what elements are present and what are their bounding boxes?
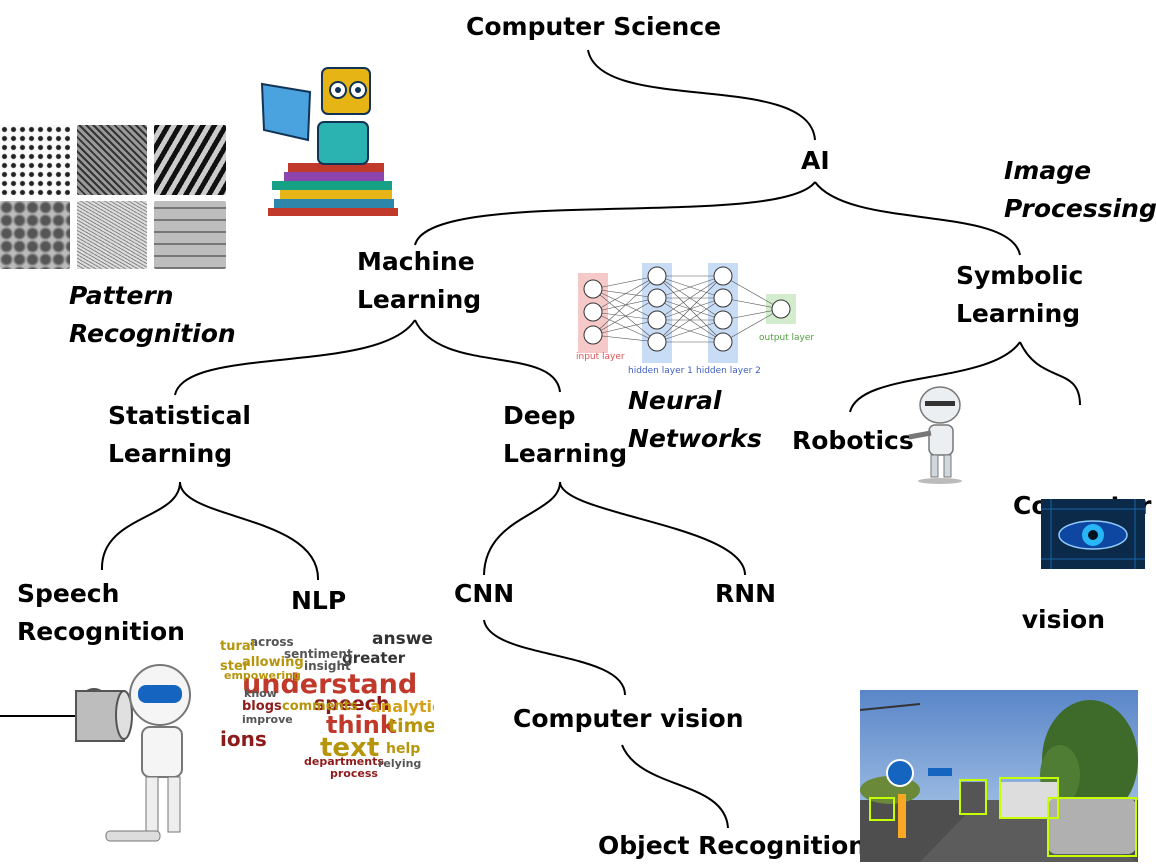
texture-holes <box>0 201 70 269</box>
edge-cv-or <box>621 744 729 829</box>
node-computer-vision: Computer vision <box>513 704 744 733</box>
edge-cs-ai <box>587 49 816 141</box>
word-cloud-word: text <box>320 733 380 763</box>
node-deep-learning-line1: Deep <box>503 401 576 430</box>
pattern-textures-image <box>0 125 226 269</box>
node-deep-learning: Deep Learning <box>503 397 627 473</box>
node-cnn: CNN <box>454 579 515 608</box>
texture-weave <box>77 125 147 195</box>
edge-cnn-cv <box>483 619 626 696</box>
reading-robot-image <box>260 67 398 216</box>
word-cloud-word: allowing <box>242 655 304 670</box>
word-cloud-word: greater <box>342 649 406 667</box>
word-cloud-word: relying <box>378 757 422 770</box>
word-cloud-word: tural <box>220 639 256 654</box>
caption-pattern-recognition-line2: Recognition <box>69 319 236 348</box>
word-cloud-word: process <box>330 767 378 780</box>
word-cloud-word: ster <box>220 659 250 674</box>
word-cloud-word: think <box>326 711 396 739</box>
node-symbolic-learning-line2: Learning <box>956 299 1081 328</box>
word-cloud-word: understand <box>242 669 418 700</box>
edge-ai-ml <box>414 181 816 246</box>
caption-pattern-recognition-line1: Pattern <box>69 281 174 310</box>
word-cloud-word: sentiment <box>284 647 353 661</box>
edge-ml-stat <box>174 319 416 396</box>
node-symbolic-learning-line1: Symbolic <box>956 261 1084 290</box>
edge-symb-cv <box>1019 341 1081 406</box>
edge-stat-nlp <box>179 481 320 581</box>
node-machine-learning-line1: Machine <box>357 247 475 276</box>
node-statistical-learning-line1: Statistical <box>108 401 252 430</box>
caption-image-processing: Image Processing <box>1004 152 1156 228</box>
word-cloud-word: departments <box>304 755 384 768</box>
node-symbolic-learning: Symbolic Learning <box>956 257 1083 333</box>
node-object-recognition: Object Recognition <box>598 831 867 860</box>
node-nlp: NLP <box>291 586 347 615</box>
edge-ml-deep <box>414 319 561 393</box>
word-cloud-image: understand answers speech analytics thin… <box>220 625 434 791</box>
nn-hidden2-label: hidden layer 2 <box>696 366 761 376</box>
eye-image <box>1041 499 1145 569</box>
word-cloud-word: speech <box>314 693 390 715</box>
node-deep-learning-line2: Learning <box>503 439 628 468</box>
node-ai: AI <box>801 146 830 175</box>
node-machine-learning-line2: Learning <box>357 285 482 314</box>
neural-network-image: input layer hidden layer 1 hidden layer … <box>576 263 814 376</box>
word-cloud-word: insight <box>304 659 351 673</box>
node-computer-science: Computer Science <box>466 12 722 41</box>
word-cloud-word: improve <box>242 713 293 726</box>
nn-input-label: input layer <box>576 352 625 362</box>
caption-image-processing-line1: Image <box>1004 156 1092 185</box>
pointing-robot-image <box>908 386 962 484</box>
word-cloud-word: ions <box>220 727 267 751</box>
word-cloud-word: analytics <box>370 697 434 716</box>
node-statistical-learning-line2: Learning <box>108 439 233 468</box>
street-detection-image <box>860 690 1138 862</box>
caption-image-processing-line2: Processing <box>1004 194 1156 223</box>
texture-zebra <box>154 125 226 195</box>
edge-deep-cnn <box>483 481 561 576</box>
node-speech-recognition-line2: Recognition <box>17 617 185 646</box>
word-cloud-word: know <box>244 687 277 700</box>
word-cloud-word: across <box>250 635 294 649</box>
word-cloud-word: blogs <box>242 699 282 714</box>
node-speech-recognition-line1: Speech <box>17 579 120 608</box>
texture-bricks <box>154 201 226 269</box>
caption-neural-networks-line1: Neural <box>628 386 722 415</box>
word-cloud-word: answers <box>372 629 434 649</box>
edge-deep-rnn <box>559 481 746 576</box>
node-speech-recognition: Speech Recognition <box>17 575 185 651</box>
word-cloud-word: time <box>388 715 434 737</box>
node-machine-learning: Machine Learning <box>357 243 481 319</box>
node-rnn: RNN <box>715 579 777 608</box>
word-cloud-word: comments <box>282 699 358 714</box>
caption-pattern-recognition: Pattern Recognition <box>69 277 236 353</box>
node-robotics: Robotics <box>792 426 914 455</box>
texture-dots <box>0 125 70 195</box>
caption-neural-networks: Neural Networks <box>628 382 762 458</box>
edge-ai-symbolic <box>814 181 1021 256</box>
nn-hidden1-label: hidden layer 1 <box>628 366 693 376</box>
word-cloud-word: empowering <box>224 669 301 682</box>
edge-stat-speech <box>100 481 181 571</box>
nn-output-label: output layer <box>759 333 814 343</box>
caption-neural-networks-line2: Networks <box>628 424 762 453</box>
texture-fibers <box>77 201 147 269</box>
tin-can-phone-robot-image <box>75 664 191 842</box>
node-statistical-learning: Statistical Learning <box>108 397 251 473</box>
edge-symb-robotics <box>849 341 1021 413</box>
word-cloud-word: help <box>386 741 421 757</box>
node-computer-vision-symbolic-line2: vision <box>1013 605 1105 634</box>
